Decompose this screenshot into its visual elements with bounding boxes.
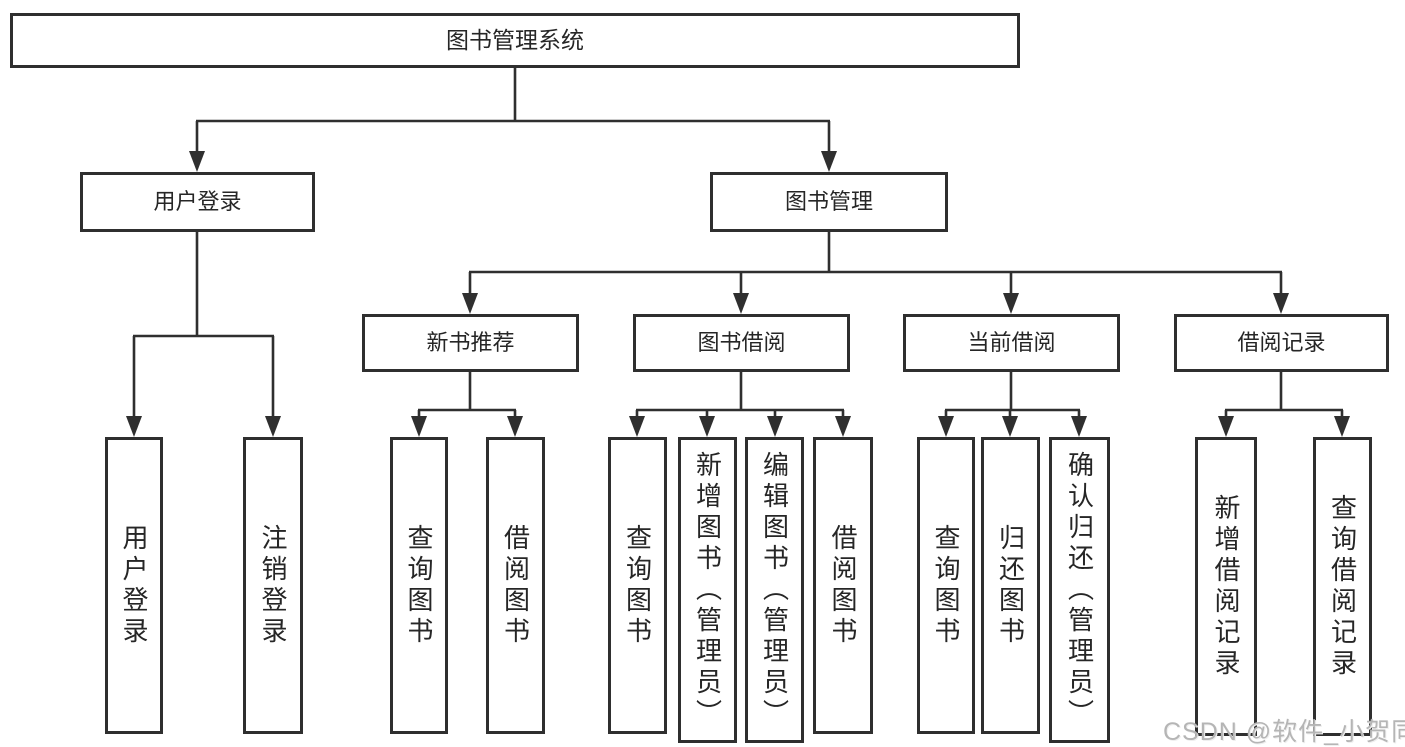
node-label: 当前借阅 (967, 330, 1056, 355)
connector-arrowheads (126, 151, 1350, 437)
node-label: 新书推荐 (426, 330, 515, 355)
node-label: 用户登录 (153, 189, 242, 214)
node-leaf-edit-books-admin: 编辑图书（管理员） (745, 437, 804, 743)
node-label: 新增借阅记录 (1211, 493, 1241, 680)
node-leaf-query-books-borrowing: 查询图书 (608, 437, 667, 734)
node-leaf-borrow-books: 借阅图书 (813, 437, 873, 734)
node-book-management: 图书管理 (710, 172, 948, 232)
node-label: 归还图书 (995, 523, 1026, 648)
node-borrowing-records: 借阅记录 (1174, 314, 1389, 372)
node-label: 查询借阅记录 (1327, 493, 1358, 680)
node-label: 编辑图书（管理员） (759, 450, 790, 730)
node-label: 借阅记录 (1237, 330, 1326, 355)
node-leaf-query-books-current: 查询图书 (917, 437, 975, 734)
node-label: 注销登录 (258, 523, 288, 648)
node-leaf-add-borrow-record: 新增借阅记录 (1195, 437, 1257, 736)
node-leaf-return-books: 归还图书 (981, 437, 1040, 734)
node-leaf-user-login: 用户登录 (105, 437, 163, 734)
node-label: 图书管理 (784, 189, 873, 214)
node-book-borrowing: 图书借阅 (633, 314, 850, 372)
node-leaf-query-borrow-record: 查询借阅记录 (1313, 437, 1372, 736)
node-label: 图书借阅 (697, 330, 786, 355)
node-label: 借阅图书 (828, 523, 858, 648)
node-leaf-add-books-admin: 新增图书（管理员） (678, 437, 737, 743)
connector-segments (132, 68, 1344, 418)
node-label: 用户登录 (119, 523, 149, 648)
node-leaf-borrow-books-recommend: 借阅图书 (486, 437, 545, 734)
node-leaf-confirm-return-admin: 确认归还（管理员） (1049, 437, 1110, 743)
node-library-management-system: 图书管理系统 (10, 13, 1020, 68)
node-leaf-logout: 注销登录 (243, 437, 303, 734)
node-label: 新增图书（管理员） (692, 450, 723, 730)
node-label: 查询图书 (404, 523, 434, 648)
node-label: 借阅图书 (500, 523, 531, 648)
csdn-watermark: CSDN @软件_小贺同学 (1163, 718, 1405, 746)
node-leaf-query-books-recommend: 查询图书 (390, 437, 448, 734)
node-label: 确认归还（管理员） (1064, 450, 1095, 730)
node-user-login: 用户登录 (80, 172, 315, 232)
node-label: 查询图书 (931, 523, 961, 648)
node-new-book-recommend: 新书推荐 (362, 314, 579, 372)
node-current-borrowing: 当前借阅 (903, 314, 1120, 372)
node-label: 图书管理系统 (446, 27, 584, 53)
node-label: 查询图书 (622, 523, 653, 648)
